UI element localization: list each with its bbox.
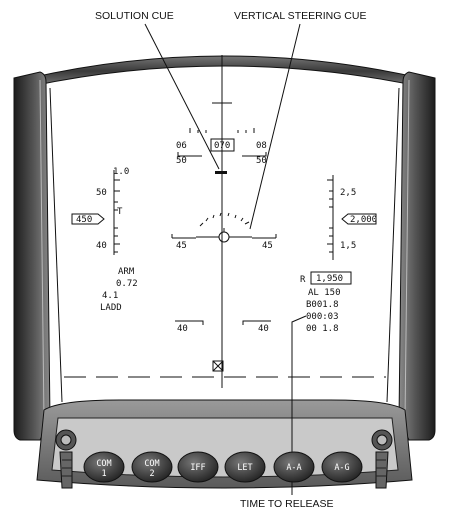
altitude-box bbox=[341, 213, 377, 225]
bank-scale bbox=[199, 212, 250, 227]
button-label: COM bbox=[96, 459, 111, 469]
button-sublabel: 2 bbox=[149, 469, 154, 479]
pitch-bottom-right: 40 bbox=[258, 324, 269, 334]
button-sublabel: 1 bbox=[101, 469, 106, 479]
heading-box bbox=[210, 138, 235, 152]
let-button[interactable]: LET bbox=[224, 451, 266, 483]
a-a-button[interactable]: A-A bbox=[273, 451, 315, 483]
horizon-line: 45 45 bbox=[171, 234, 277, 251]
lower-pitch-ladder: 40 40 bbox=[175, 320, 271, 334]
button-label: LET bbox=[237, 463, 252, 473]
heading-right-sub: 50 bbox=[256, 156, 267, 166]
left-knob[interactable] bbox=[55, 429, 77, 489]
callouts: SOLUTION CUE VERTICAL STEERING CUE TIME … bbox=[95, 10, 366, 510]
mode-label: LADD bbox=[100, 303, 122, 313]
callout-time-to-release: TIME TO RELEASE bbox=[240, 498, 334, 510]
frame-left-pillar bbox=[13, 71, 51, 441]
button-label: IFF bbox=[190, 463, 205, 473]
airspeed-scale: 1.0 50 40 450 T bbox=[71, 167, 129, 255]
airspeed-upper: 50 bbox=[96, 188, 107, 198]
heading-right: 08 bbox=[256, 141, 267, 151]
airspeed-marker: T bbox=[117, 207, 123, 217]
button-label: COM bbox=[144, 459, 159, 469]
range-box bbox=[310, 271, 352, 285]
pitch-right: 45 bbox=[262, 241, 273, 251]
airspeed-top: 1.0 bbox=[113, 167, 129, 177]
frame-top-bar bbox=[29, 55, 421, 87]
airspeed-lower: 40 bbox=[96, 241, 107, 251]
callout-vertical-steering-cue: VERTICAL STEERING CUE bbox=[234, 10, 366, 22]
al-value: AL 150 bbox=[308, 288, 341, 298]
flight-path-marker bbox=[196, 228, 252, 243]
airspeed-box-value: 450 bbox=[76, 215, 92, 225]
range-label: R bbox=[300, 275, 306, 285]
callout-line-solution-cue bbox=[144, 23, 220, 170]
callout-line-time-to-release bbox=[291, 315, 307, 495]
hud-frame bbox=[13, 55, 436, 489]
bottom-value: 00 1.8 bbox=[306, 324, 339, 334]
arm-label: ARM bbox=[118, 267, 135, 277]
altitude-lower: 1,5 bbox=[340, 241, 356, 251]
iff-button[interactable]: IFF bbox=[177, 451, 219, 483]
heading-left-sub: 50 bbox=[176, 156, 187, 166]
right-knob[interactable] bbox=[371, 429, 393, 489]
altitude-scale: 2,5 2,000 1,5 bbox=[327, 175, 377, 260]
right-data-block: R 1,950 AL 150 B001.8 000:03 00 1.8 bbox=[300, 271, 352, 334]
a-g-button[interactable]: A-G bbox=[321, 451, 363, 483]
altitude-box-value: 2,000 bbox=[350, 215, 377, 225]
callout-line-vertical-steering bbox=[249, 23, 301, 230]
pitch-left: 45 bbox=[176, 241, 187, 251]
range-value: 1,950 bbox=[316, 274, 343, 284]
left-data-block: ARM 0.72 4.1 LADD bbox=[100, 267, 138, 313]
airspeed-box bbox=[71, 213, 105, 225]
frame-right-pillar bbox=[398, 71, 436, 441]
altitude-top: 2,5 bbox=[340, 188, 356, 198]
time-value: 000:03 bbox=[306, 312, 339, 322]
mach-value: 0.72 bbox=[116, 279, 138, 289]
solution-cue-bar bbox=[215, 171, 227, 174]
b-value: B001.8 bbox=[306, 300, 339, 310]
heading-center: 070 bbox=[214, 141, 230, 151]
g-value: 4.1 bbox=[102, 291, 118, 301]
heading-scale: 06 070 08 50 50 bbox=[176, 128, 267, 166]
callout-solution-cue: SOLUTION CUE bbox=[95, 10, 174, 22]
heading-left: 06 bbox=[176, 141, 187, 151]
button-label: A-A bbox=[286, 463, 301, 473]
pitch-bottom-left: 40 bbox=[177, 324, 188, 334]
button-label: A-G bbox=[334, 463, 349, 473]
target-designator bbox=[212, 360, 224, 372]
